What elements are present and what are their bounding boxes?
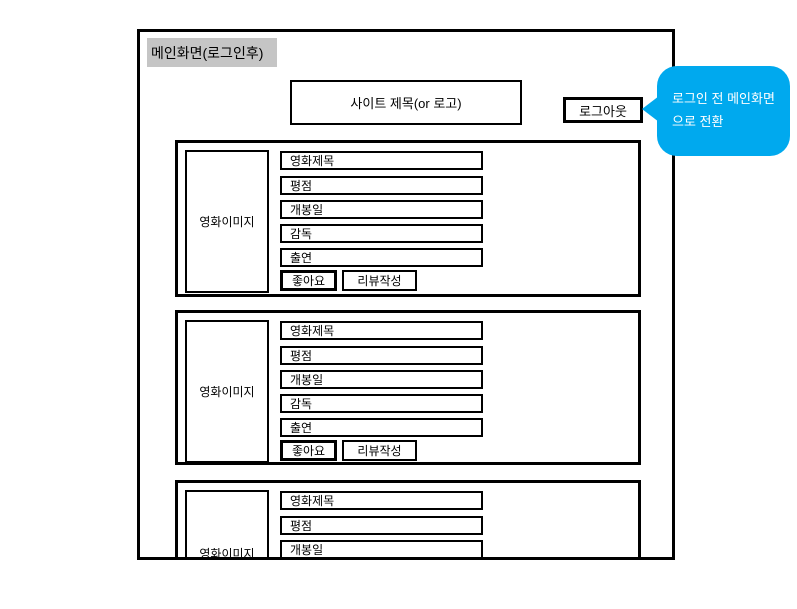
like-button[interactable]: 좋아요 — [280, 270, 337, 291]
movie-card: 영화이미지 영화제목 평점 개봉일 감독 출연 좋아요 리뷰작성 — [175, 140, 641, 297]
write-review-button[interactable]: 리뷰작성 — [342, 270, 417, 291]
callout-text-line1: 로그인 전 메인화면 — [672, 91, 775, 106]
rating-field: 평점 — [280, 516, 483, 535]
release-date-field: 개봉일 — [280, 200, 483, 219]
cast-field: 출연 — [280, 418, 483, 437]
movie-title-field: 영화제목 — [280, 151, 483, 170]
movie-title-field: 영화제목 — [280, 491, 483, 510]
callout-text-line2: 으로 전환 — [672, 114, 724, 129]
movie-card: 영화이미지 영화제목 평점 개봉일 감독 출연 좋아요 리뷰작성 — [175, 310, 641, 465]
movie-title-field: 영화제목 — [280, 321, 483, 340]
release-date-field: 개봉일 — [280, 540, 483, 557]
movie-card: 영화이미지 영화제목 평점 개봉일 — [175, 480, 641, 557]
rating-field: 평점 — [280, 346, 483, 365]
like-button[interactable]: 좋아요 — [280, 440, 337, 461]
director-field: 감독 — [280, 394, 483, 413]
movie-image-placeholder: 영화이미지 — [185, 490, 269, 557]
write-review-button[interactable]: 리뷰작성 — [342, 440, 417, 461]
cast-field: 출연 — [280, 248, 483, 267]
release-date-field: 개봉일 — [280, 370, 483, 389]
callout-bubble: 로그인 전 메인화면 으로 전환 — [657, 66, 790, 156]
movie-image-placeholder: 영화이미지 — [185, 320, 269, 463]
site-title-box: 사이트 제목(or 로고) — [290, 80, 522, 125]
app-frame: 메인화면(로그인후) 사이트 제목(or 로고) 로그아웃 영화이미지 영화제목… — [137, 29, 675, 560]
screen-title-label: 메인화면(로그인후) — [147, 38, 277, 67]
callout-tail — [642, 96, 659, 122]
director-field: 감독 — [280, 224, 483, 243]
logout-button[interactable]: 로그아웃 — [563, 97, 643, 123]
movie-image-placeholder: 영화이미지 — [185, 150, 269, 293]
rating-field: 평점 — [280, 176, 483, 195]
